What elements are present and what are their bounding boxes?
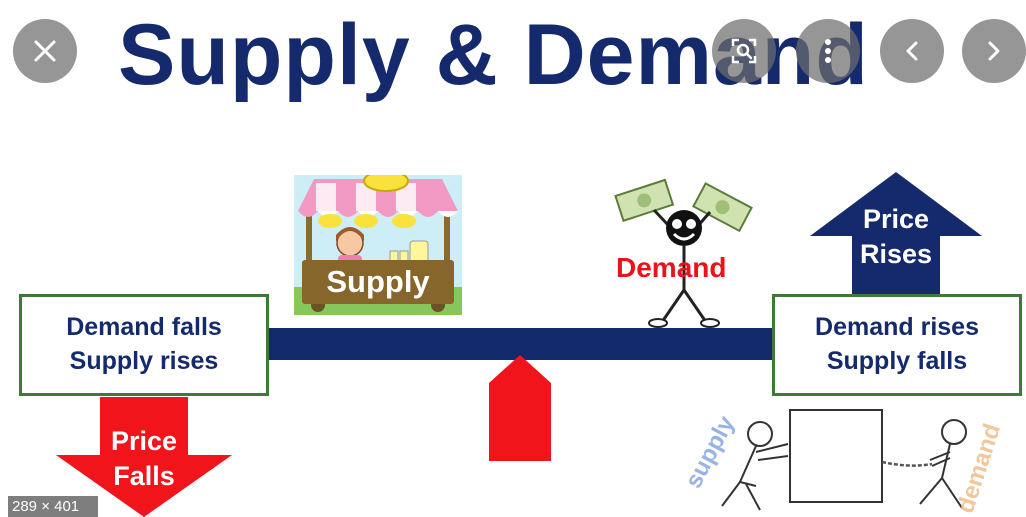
price-rises-line2: Rises — [859, 239, 933, 270]
right-box-line1: Demand rises — [815, 313, 979, 342]
image-size-badge: 289 × 401 — [8, 496, 98, 517]
seesaw-fulcrum — [489, 355, 551, 461]
more-options-button[interactable] — [796, 19, 860, 83]
seesaw-beam — [262, 328, 782, 360]
right-box-line2: Supply falls — [826, 347, 968, 375]
demand-label: Demand — [616, 252, 727, 283]
demand-stick-figure — [614, 178, 753, 328]
price-falls-line1: Price — [110, 426, 178, 456]
image-search-icon — [731, 38, 757, 64]
price-rises-line1: Price — [862, 204, 930, 234]
chevron-right-icon — [988, 41, 1000, 61]
next-image-button[interactable] — [962, 19, 1026, 83]
more-vert-icon — [825, 39, 831, 63]
left-scenario-box: Demand falls Supply rises — [19, 294, 269, 396]
left-box-line1: Demand falls — [66, 313, 222, 342]
close-button[interactable] — [13, 19, 77, 83]
right-scenario-box: Demand rises Supply falls — [772, 294, 1022, 396]
tug-of-war-illustration — [721, 409, 967, 511]
price-rises-text: Price Rises — [836, 202, 956, 272]
left-box-line2: Supply rises — [69, 347, 219, 375]
price-rises-arrow — [810, 172, 982, 298]
price-falls-arrow — [56, 397, 232, 517]
chevron-left-icon — [906, 41, 918, 61]
search-image-button[interactable] — [712, 19, 776, 83]
supply-sign: Supply — [302, 260, 454, 304]
price-falls-line2: Falls — [113, 461, 175, 492]
close-icon — [34, 40, 56, 62]
price-falls-text: Price Falls — [84, 424, 204, 494]
previous-image-button[interactable] — [880, 19, 944, 83]
